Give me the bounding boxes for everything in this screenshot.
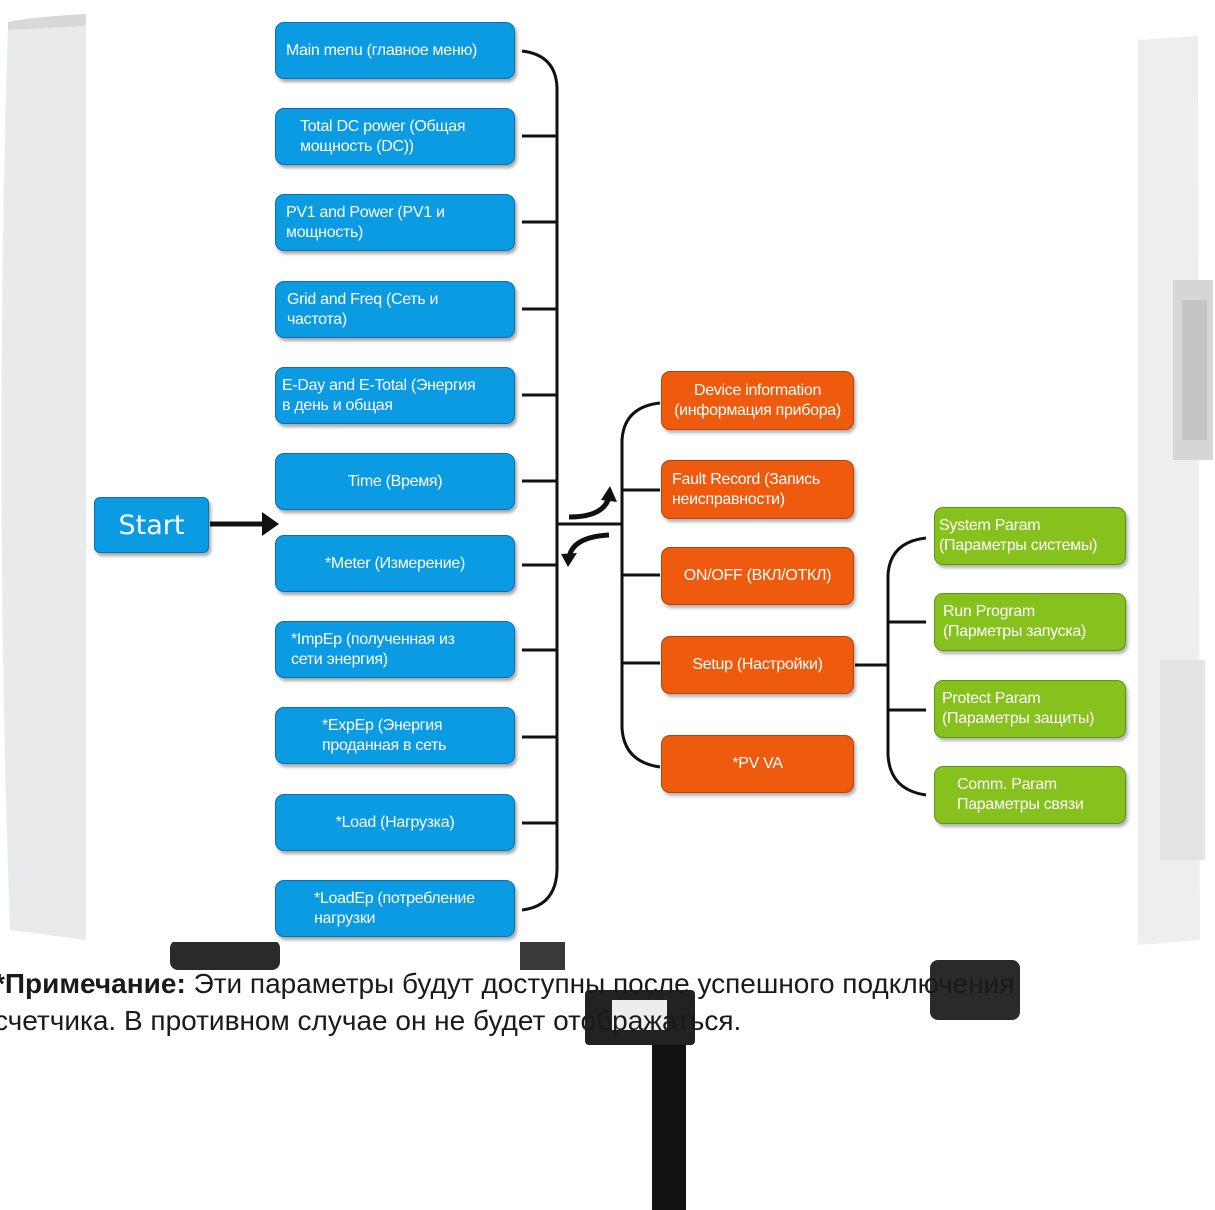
cable [652, 1045, 686, 1210]
connector-right [930, 960, 1020, 1020]
node-pv1-power: PV1 and Power (PV1 и мощность) [275, 194, 515, 251]
start-node: Start [94, 497, 209, 553]
footnote-line-1: *Примечание: Эти параметры будут доступн… [0, 965, 1209, 1002]
node-device-information: Device information (информация прибора) [661, 371, 854, 430]
footnote-text-1: Эти параметры будут доступны после успеш… [193, 968, 1015, 999]
node-pv-va: *PV VA [661, 735, 854, 793]
node-time: Time (Время) [275, 453, 515, 510]
node-eday-etotal: E-Day and E-Total (Энергия в день и обща… [275, 367, 515, 424]
footnote: *Примечание: Эти параметры будут доступн… [0, 965, 1209, 1039]
node-load: *Load (Нагрузка) [275, 794, 515, 851]
node-total-dc-power: Total DC power (Общая мощность (DC)) [275, 108, 515, 165]
node-on-off: ON/OFF (ВКЛ/ОТКЛ) [661, 547, 854, 605]
node-comm-param: Comm. Param Параметры связи [934, 766, 1126, 824]
connector-left [170, 940, 280, 970]
node-setup: Setup (Настройки) [661, 636, 854, 694]
start-arrow-head [262, 512, 279, 536]
device-left-edge [1, 20, 86, 940]
main-menu-ticks [522, 134, 557, 825]
node-impep: *ImpEp (полученная из сети энергия) [275, 621, 515, 678]
node-expep: *ExpEp (Энергия проданная в сеть [275, 707, 515, 764]
node-loadep: *LoadEp (потребление нагрузки [275, 880, 515, 937]
footnote-label: *Примечание: [0, 968, 186, 999]
footnote-text-2: счетчика. В противном случае он не будет… [0, 1005, 742, 1036]
node-fault-record: Fault Record (Запись неисправности) [661, 460, 854, 519]
node-system-param: System Param (Параметры системы) [934, 507, 1126, 565]
node-grid-freq: Grid and Freq (Сеть и частота) [275, 281, 515, 338]
submenu-ticks [622, 488, 660, 665]
node-run-program: Run Program (Парметры запуска) [934, 593, 1126, 651]
submenu-bracket [620, 401, 661, 769]
node-main-menu: Main menu (главное меню) [275, 22, 515, 79]
setup-bracket [886, 536, 927, 797]
node-meter: *Meter (Измерение) [275, 535, 515, 592]
main-menu-bracket [521, 49, 559, 912]
setup-ticks [888, 620, 926, 712]
node-protect-param: Protect Param (Параметры защиты) [934, 680, 1126, 738]
